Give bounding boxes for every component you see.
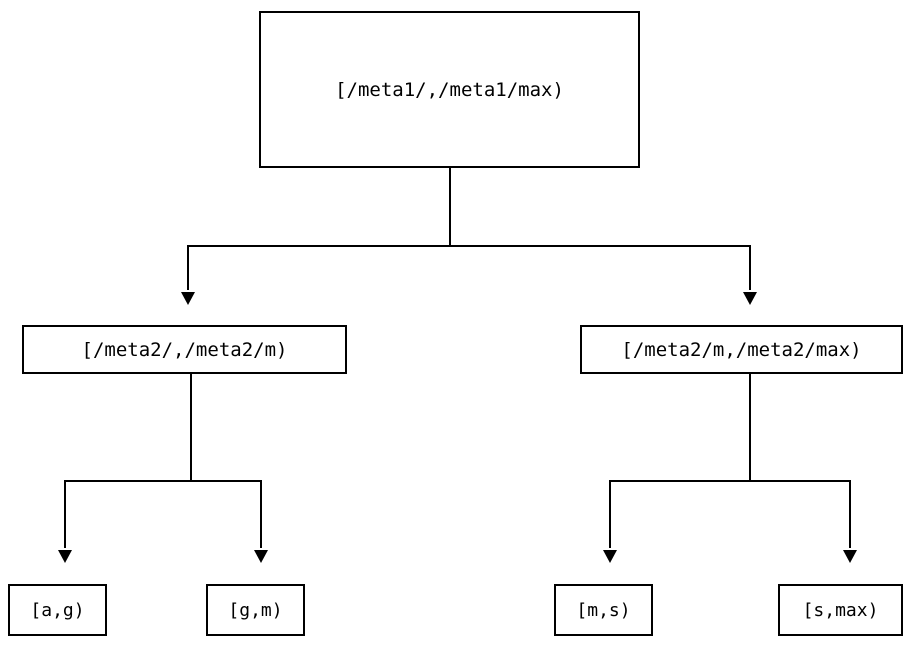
- connector-root-to-left-drop: [187, 245, 189, 290]
- connector-right-branch-stem: [749, 374, 751, 482]
- connector-root-to-right-drop: [749, 245, 751, 290]
- tree-node-level2-right[interactable]: [/meta2/m,/meta2/max): [580, 325, 903, 374]
- connector-right-branch-horizontal-bar: [609, 480, 851, 482]
- connector-root-horizontal-bar: [187, 245, 751, 247]
- connector-left-branch-horizontal-bar: [64, 480, 262, 482]
- arrow-down-icon-leaf-3: [603, 550, 617, 563]
- tree-node-leaf-4[interactable]: [s,max): [778, 584, 903, 636]
- arrow-down-icon-root-to-right: [743, 292, 757, 305]
- tree-node-level2-left[interactable]: [/meta2/,/meta2/m): [22, 325, 347, 374]
- connector-left-branch-stem: [190, 374, 192, 482]
- arrow-down-icon-leaf-2: [254, 550, 268, 563]
- tree-node-leaf-1[interactable]: [a,g): [8, 584, 107, 636]
- tree-node-leaf-3[interactable]: [m,s): [554, 584, 653, 636]
- arrow-down-icon-leaf-1: [58, 550, 72, 563]
- tree-node-root[interactable]: [/meta1/,/meta1/max): [259, 11, 640, 168]
- connector-left-branch-leaf1-drop: [64, 480, 66, 548]
- connector-right-branch-leaf3-drop: [609, 480, 611, 548]
- tree-node-leaf-2[interactable]: [g,m): [206, 584, 305, 636]
- connector-root-stem: [449, 168, 451, 246]
- arrow-down-icon-leaf-4: [843, 550, 857, 563]
- arrow-down-icon-root-to-left: [181, 292, 195, 305]
- connector-left-branch-leaf2-drop: [260, 480, 262, 548]
- connector-right-branch-leaf4-drop: [849, 480, 851, 548]
